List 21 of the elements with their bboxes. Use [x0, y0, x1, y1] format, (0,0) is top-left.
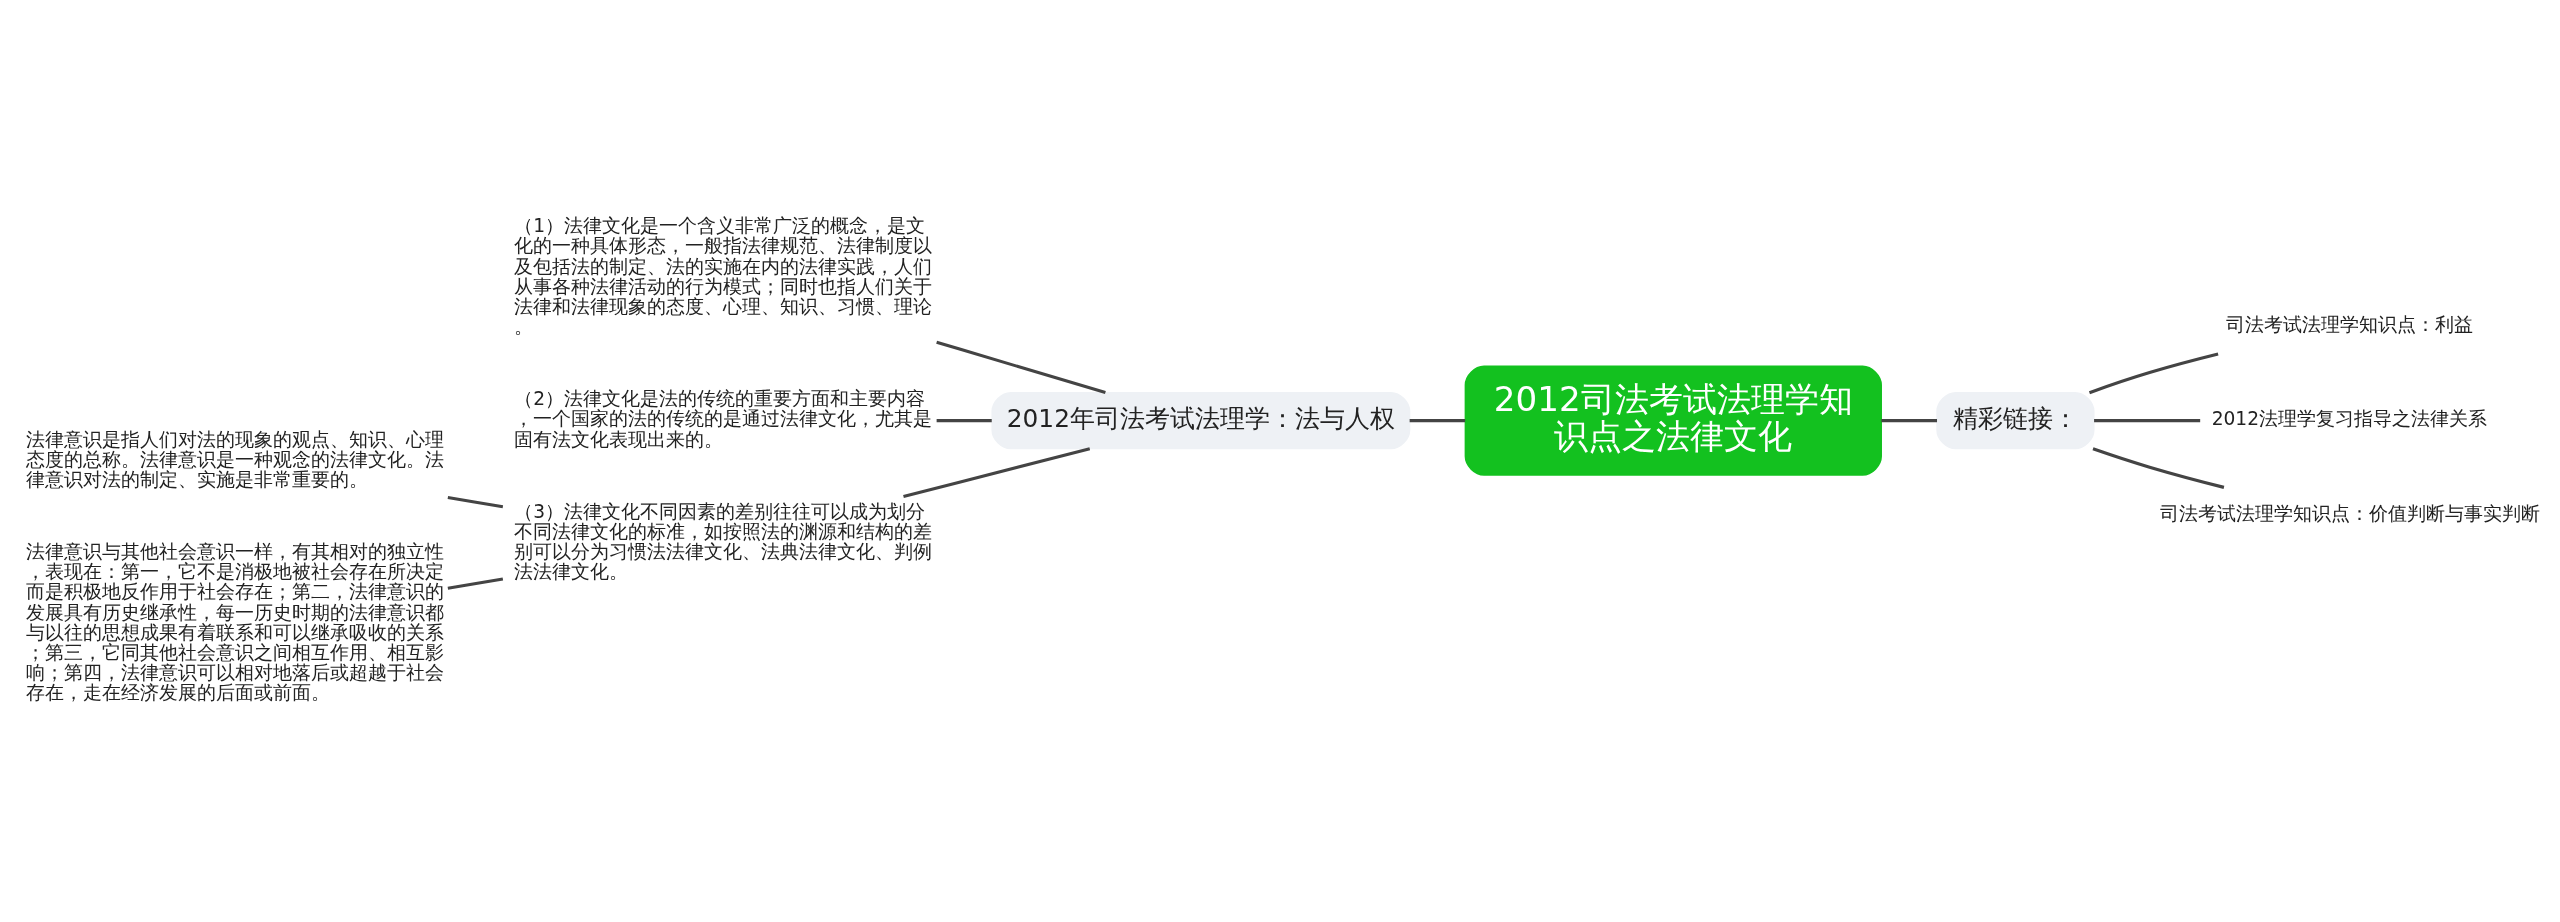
node-text: 法律意识与其他社会意识一样，有其相对的独立性，表现在：第一，它不是消极地被社会存在所决定而是积极地反作用于社会存在；第二，法律意识的发展具有历史继承性，每一历史时期的法律意识都与以往的思想成果有着联系和可以继承吸收的关系；第三，它同其他社会意识之间相互作用、相互影响；第四，法律意识可以相对地落后或超越于社会存在，走在经济发展的后面或前面。 [25, 541, 444, 704]
connector [903, 447, 1091, 499]
node-box: 2012年司法考试法理学：法与人权 [991, 391, 1411, 450]
connector [447, 577, 504, 590]
node-text: （3）法律文化不同因素的差别往往可以成为划分不同法律文化的标准，如按照法的渊源和结构的差别可以分为习惯法法律文化、法典法律文化、判例法法律文化。 [514, 500, 933, 583]
connector [447, 495, 504, 509]
node-text: 司法考试法理学知识点：价值判断与事实判断 [2160, 503, 2541, 525]
connector [936, 419, 992, 423]
node-box: 2012司法考试法理学知识点之法律文化 [1464, 365, 1882, 476]
connector [1881, 419, 1937, 423]
node-text: 2012法理学复习指导之法律关系 [2211, 408, 2488, 430]
connector [2092, 447, 2225, 489]
node-text: （1）法律文化是一个含义非常广泛的概念，是文化的一种具体形态，一般指法律规范、法律制度以及包括法的制定、法的实施在内的法律实践，人们从事各种法律活动的行为模式；同时也指人们关于法律和法律现象的态度、心理、知识、习惯、理论。 [514, 215, 933, 338]
connector [936, 340, 1106, 395]
connector [2094, 419, 2201, 423]
node-text: （2）法律文化是法的传统的重要方面和主要内容，一个国家的法的传统的是通过法律文化，尤其是固有法文化表现出来的。 [514, 388, 933, 450]
node-text: 法律意识是指人们对法的现象的观点、知识、心理态度的总称。法律意识是一种观念的法律文化。法律意识对法的制定、实施是非常重要的。 [25, 428, 444, 490]
connector [2088, 352, 2219, 395]
node-text: 司法考试法理学知识点：利益 [2225, 313, 2473, 335]
connector [1409, 419, 1466, 423]
node-box: 精彩链接： [1936, 391, 2095, 450]
